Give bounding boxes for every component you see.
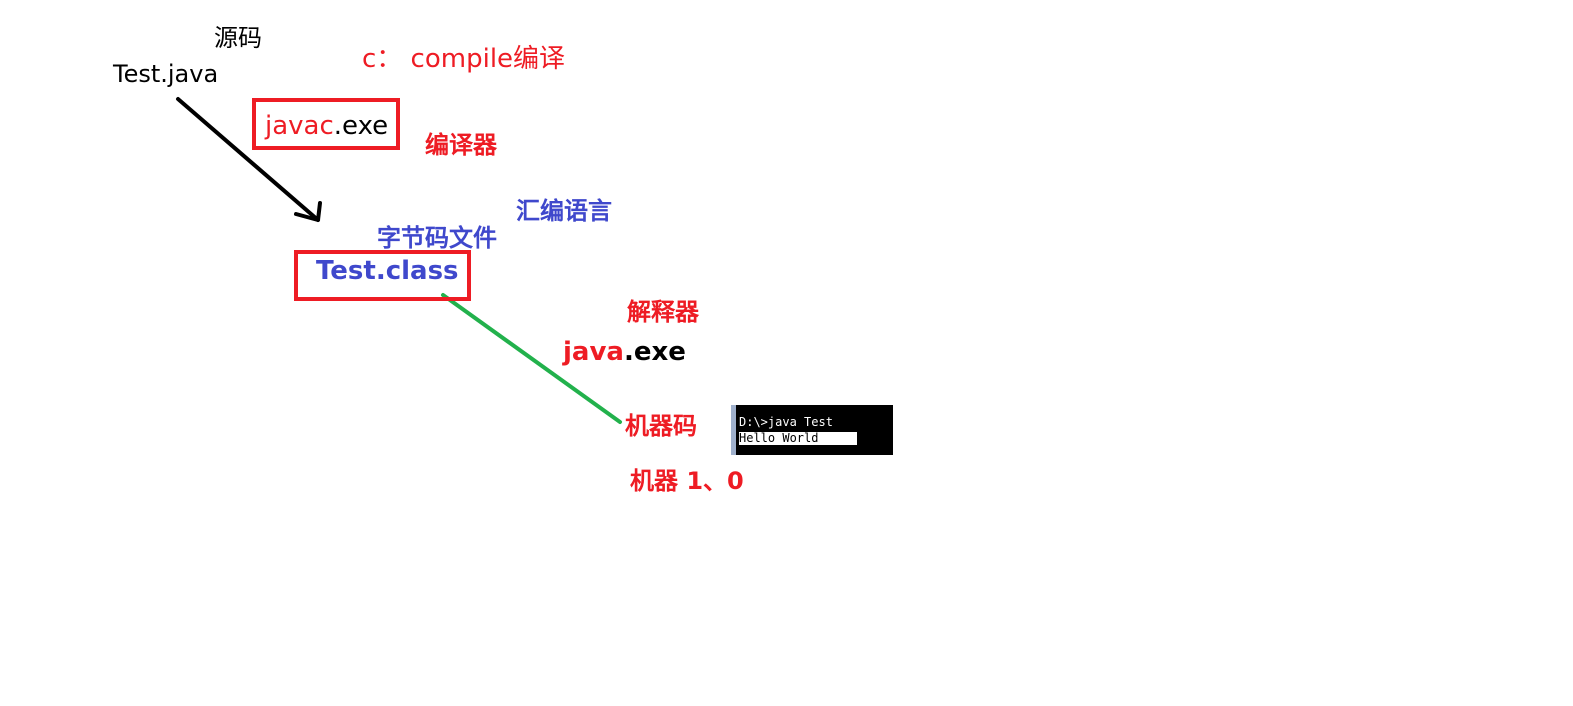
interpreter-caption: 解释器: [627, 298, 699, 326]
compiler-label: javac.exe: [265, 113, 388, 139]
machine-binary-caption: 机器 1、0: [630, 467, 744, 495]
compiler-name: javac: [265, 111, 334, 141]
compile-arrow: [176, 97, 322, 222]
bytecode-file-label: Test.class: [316, 256, 459, 286]
compiler-box: [252, 98, 400, 150]
assembly-caption: 汇编语言: [516, 197, 612, 225]
interpreter-name: java: [563, 337, 624, 367]
bytecode-caption: 字节码文件: [377, 224, 497, 252]
interpret-connector: [441, 293, 622, 424]
interpreter-label: java.exe: [563, 339, 686, 365]
console-output: Hello World: [739, 432, 857, 445]
bytecode-box: [294, 250, 471, 301]
compile-note: c： compile编译: [362, 44, 566, 74]
source-file-label: Test.java: [113, 60, 219, 88]
console-command: D:\>java Test: [739, 415, 833, 429]
source-caption: 源码: [214, 24, 262, 52]
machine-code-caption: 机器码: [625, 412, 697, 440]
console-window: D:\>java Test Hello World: [731, 405, 893, 455]
compiler-extension: .exe: [333, 111, 389, 141]
interpreter-extension: .exe: [623, 337, 686, 367]
compiler-caption: 编译器: [425, 131, 497, 159]
console-edge: [731, 405, 736, 455]
